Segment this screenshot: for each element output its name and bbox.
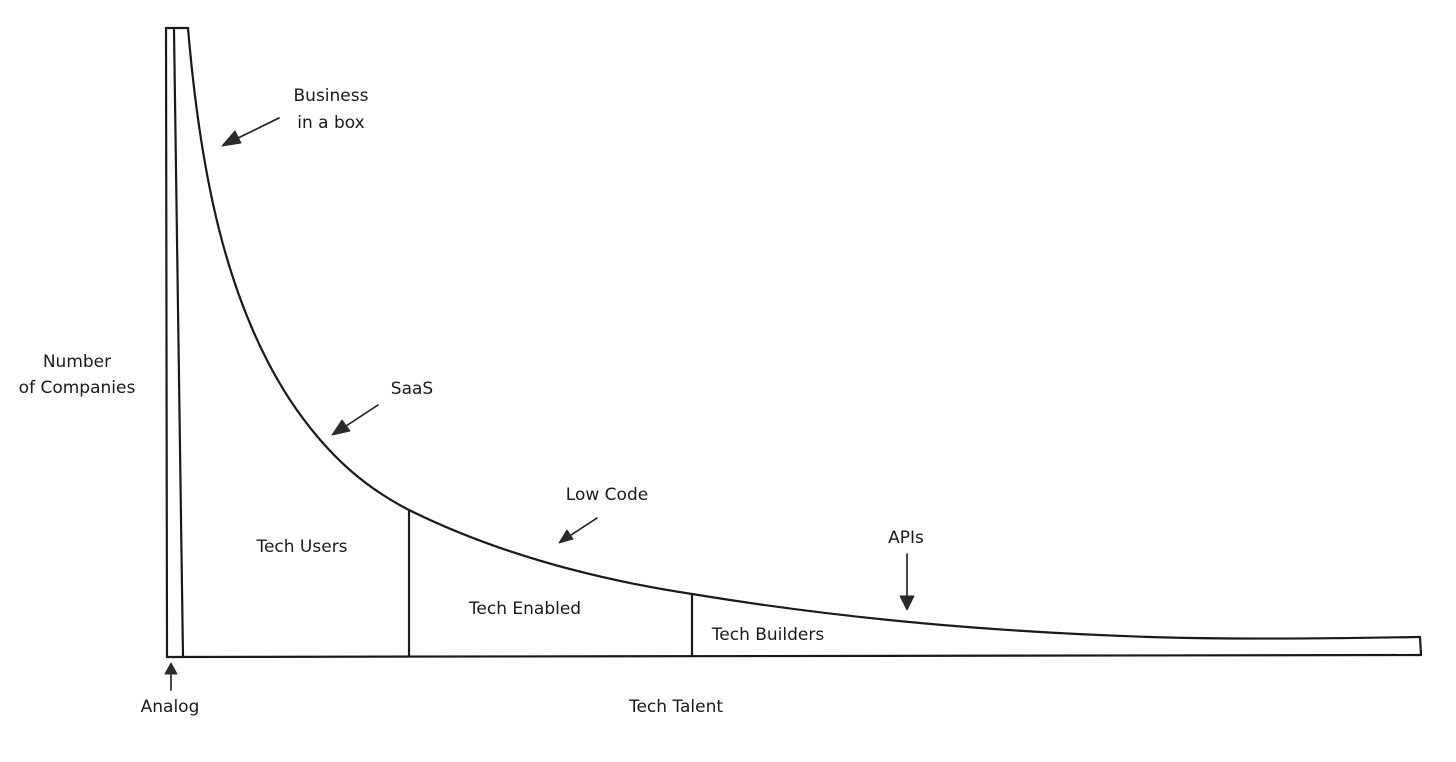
label-tech-users: Tech Users (255, 537, 347, 557)
label-low-code: Low Code (566, 485, 648, 505)
baseline (165, 653, 1423, 659)
arrow-low-code (558, 517, 598, 544)
label-business-line1: Business (294, 86, 369, 106)
arrow-business-in-a-box (221, 117, 280, 147)
arrow-apis (899, 553, 915, 611)
label-y-axis-line1: Number (43, 352, 111, 372)
label-y-axis-line2: of Companies (19, 378, 136, 398)
long-tail-curve (186, 26, 1422, 640)
tail-end-cap (1418, 635, 1423, 657)
label-tech-enabled: Tech Enabled (468, 599, 581, 619)
label-tech-builders: Tech Builders (711, 625, 825, 645)
arrow-saas (331, 404, 379, 436)
label-x-axis: Tech Talent (628, 697, 723, 717)
arrow-analog (164, 662, 178, 691)
analog-separator (172, 28, 185, 659)
analog-column-left-edge (164, 26, 190, 659)
label-analog: Analog (141, 697, 200, 717)
label-business-line2: in a box (297, 113, 364, 133)
label-apis: APIs (888, 528, 924, 548)
label-saas: SaaS (391, 379, 433, 399)
